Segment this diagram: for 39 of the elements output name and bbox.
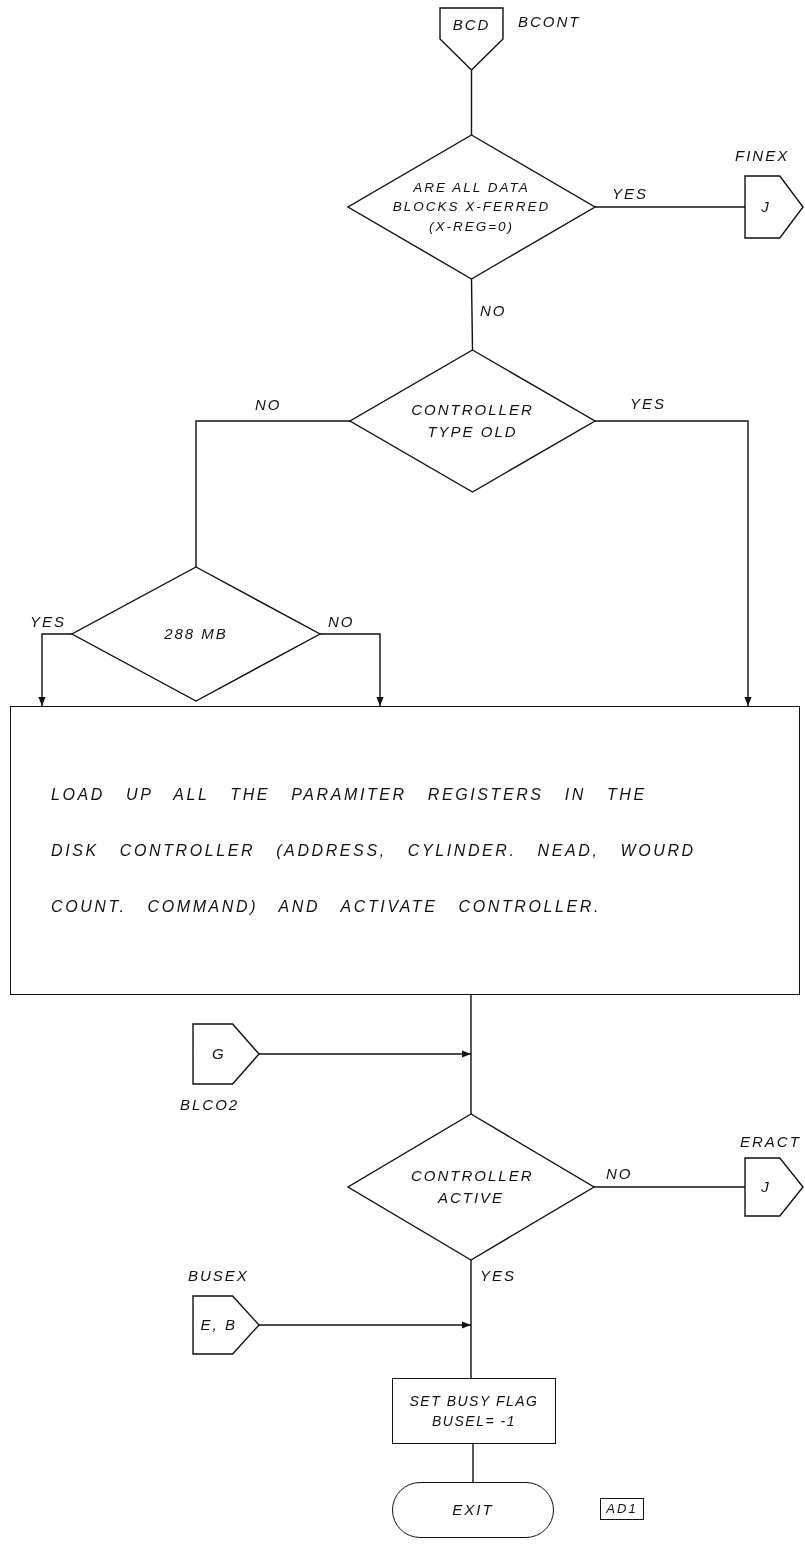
connector-line bbox=[258, 1050, 472, 1058]
node-text: SET BUSY FLAG BUSEL= -1 bbox=[408, 1391, 540, 1431]
decision-diamond bbox=[72, 567, 320, 701]
connector-line bbox=[594, 206, 746, 208]
offpage-connector bbox=[745, 176, 803, 238]
node-text: BCD bbox=[452, 15, 491, 36]
offpage-connector bbox=[440, 8, 503, 70]
connector-line bbox=[472, 1443, 474, 1483]
connector-line bbox=[195, 420, 351, 568]
offpage-connector bbox=[193, 1296, 259, 1354]
node-text: ARE ALL DATA BLOCKS X-FERRED (X-REG=0) bbox=[391, 178, 552, 236]
node-text: EXIT bbox=[452, 1500, 494, 1521]
node-text: J bbox=[760, 197, 772, 218]
connector-line bbox=[470, 69, 473, 136]
connector-line bbox=[319, 633, 384, 707]
terminal-box bbox=[392, 1482, 554, 1538]
connector-line bbox=[470, 1259, 472, 1379]
node-text: 288 MB bbox=[164, 624, 228, 645]
offpage-connector bbox=[745, 1158, 803, 1216]
decision-diamond bbox=[348, 135, 595, 279]
connector-line bbox=[470, 278, 474, 351]
connector-line bbox=[593, 1186, 746, 1188]
connector-line bbox=[594, 420, 752, 707]
node-text: E, B bbox=[199, 1315, 238, 1336]
node-text: J bbox=[760, 1177, 772, 1198]
decision-diamond bbox=[348, 1114, 594, 1260]
node-text: CONTROLLER ACTIVE bbox=[411, 1166, 531, 1208]
node-text: G bbox=[210, 1044, 227, 1065]
connector-line bbox=[258, 1321, 472, 1329]
connector-line bbox=[38, 633, 73, 707]
decision-diamond bbox=[350, 350, 595, 492]
node-text: AD1 bbox=[606, 1499, 638, 1518]
page-tag bbox=[600, 1498, 644, 1520]
node-text: LOAD UP ALL THE PARAMITER REGISTERS IN THE DISK CONTROLLER (ADDRESS, CYLINDER. NEAD, WOURD COUNT. COMMAND) AND ACTIVATE CONTROLLER. bbox=[51, 784, 697, 917]
connector-line bbox=[470, 994, 472, 1115]
process-box bbox=[10, 706, 800, 995]
process-box bbox=[392, 1378, 556, 1444]
offpage-connector bbox=[193, 1024, 259, 1084]
node-text: CONTROLLER TYPE OLD bbox=[410, 400, 535, 442]
